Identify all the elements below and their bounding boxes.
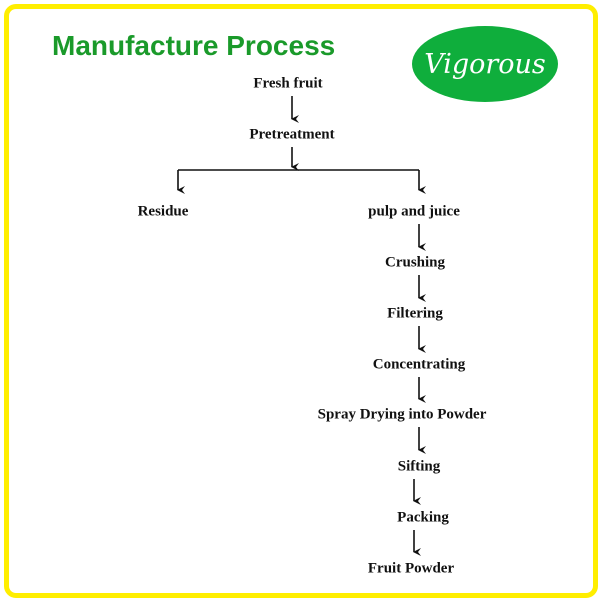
- step-fresh-fruit: Fresh fruit: [253, 75, 323, 92]
- step-fruit-powder: Fruit Powder: [367, 560, 455, 577]
- step-sifting: Sifting: [397, 458, 441, 475]
- logo-text: Vigorous: [424, 48, 546, 80]
- step-pulp-and-juice: pulp and juice: [368, 203, 460, 220]
- step-filtering: Filtering: [387, 305, 443, 322]
- vigorous-logo: Vigorous: [412, 26, 558, 102]
- step-spray-drying: Spray Drying into Powder: [317, 406, 487, 423]
- step-pretreatment: Pretreatment: [249, 126, 335, 143]
- border-frame: [4, 4, 598, 598]
- step-concentrating: Concentrating: [372, 356, 466, 373]
- step-crushing: Crushing: [384, 254, 446, 271]
- step-packing: Packing: [397, 509, 449, 526]
- page-title: Manufacture Process: [52, 30, 336, 61]
- step-residue: Residue: [137, 203, 189, 220]
